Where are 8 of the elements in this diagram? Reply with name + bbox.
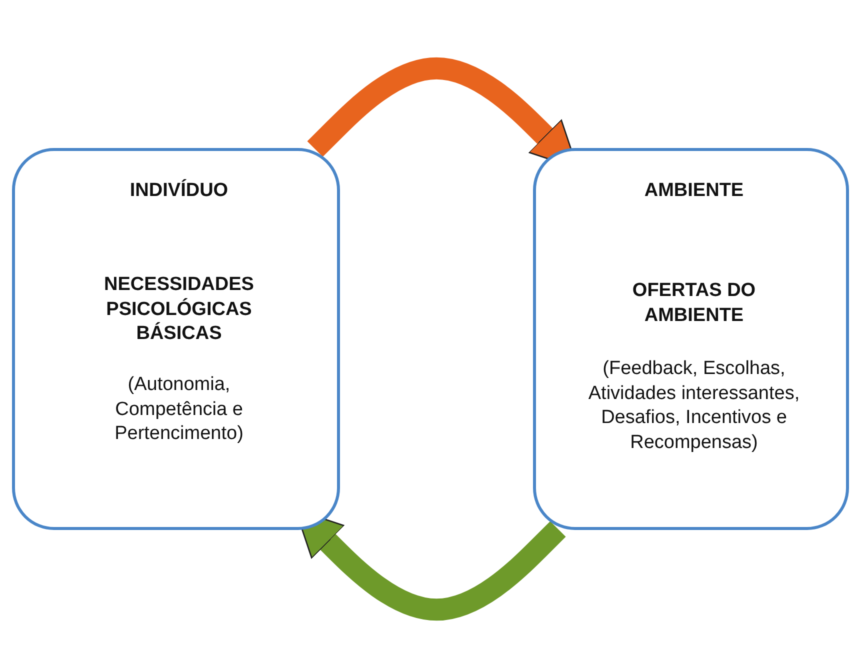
box-description: (Autonomia, Competência e Pertencimento) xyxy=(114,373,244,446)
rounded-box xyxy=(533,148,849,530)
box-subheading: OFERTAS DO AMBIENTE xyxy=(631,279,757,328)
box-description: (Feedback, Escolhas, Atividades interessantes, Desafios, Incentivos e Recompensas) xyxy=(587,357,801,456)
box-subheading: NECESSIDADES PSICOLÓGICAS BÁSICAS xyxy=(103,273,255,346)
box-heading: AMBIENTE xyxy=(643,179,745,203)
rounded-box xyxy=(12,148,340,530)
box-heading: INDIVÍDUO xyxy=(128,179,230,203)
